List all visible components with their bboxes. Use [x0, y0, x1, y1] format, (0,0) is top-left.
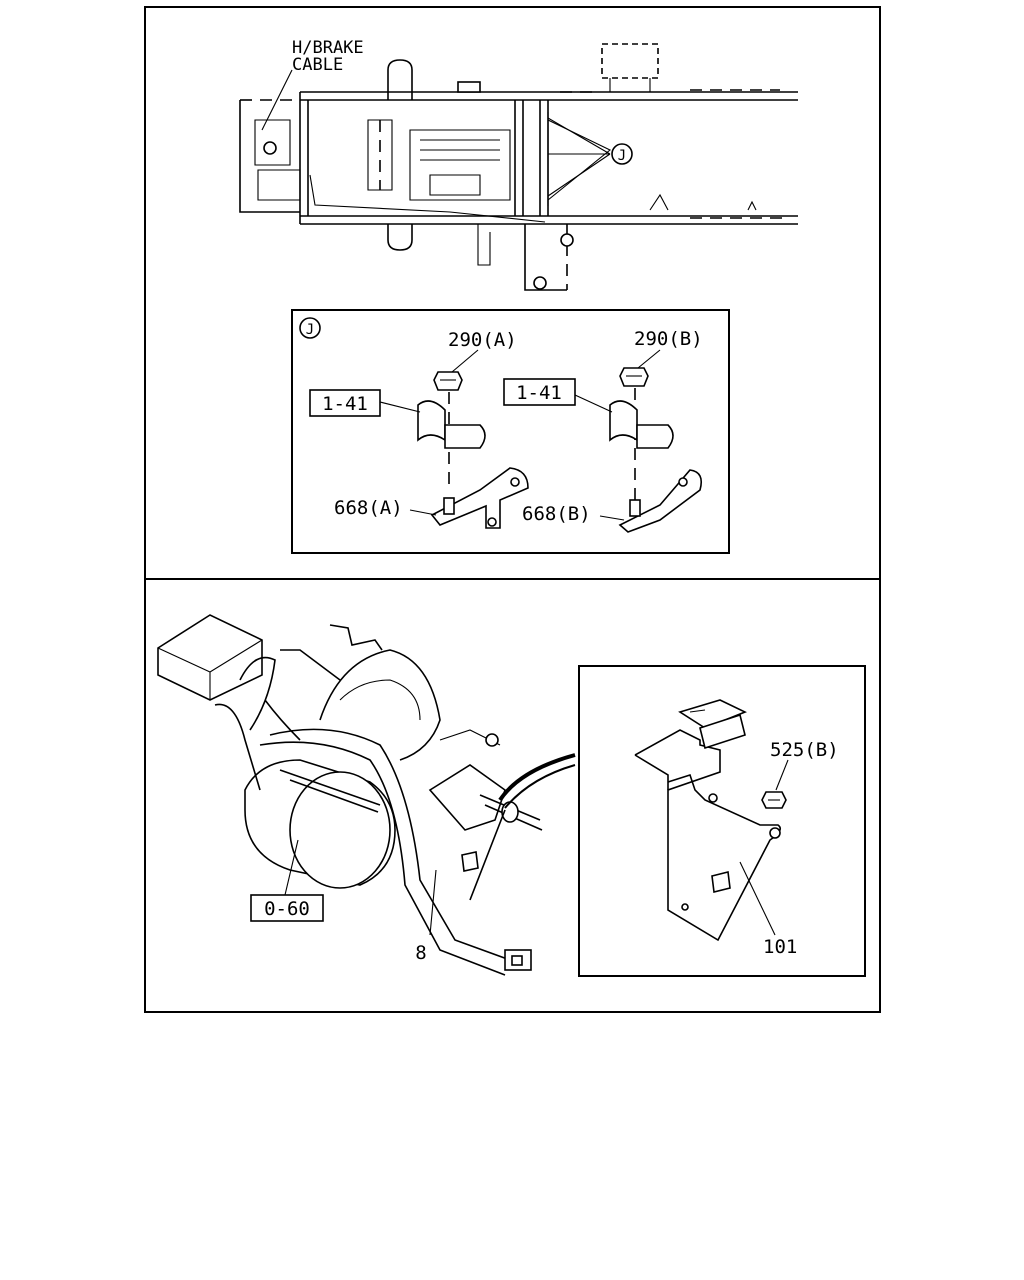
bolt-b-drawing [574, 349, 703, 533]
bolt-a-drawing [379, 349, 529, 529]
detail-marker-circle [611, 143, 633, 165]
detail-j-marker-label: J [306, 322, 314, 338]
ref-box-b [503, 378, 576, 406]
starter-harness-drawing [157, 614, 576, 976]
ref-a-label: 1-41 [322, 393, 368, 415]
ref-b-label: 1-41 [516, 382, 562, 404]
bottom-panel-frame [144, 578, 881, 1013]
cable-label-line1: H/BRAKE [292, 38, 364, 58]
nut-label: 525(B) [770, 739, 839, 761]
bolt-b-label: 290(B) [634, 328, 703, 350]
bracket-101-label: 101 [763, 936, 797, 958]
ref-box-starter [250, 894, 324, 922]
bracket-101-drawing [634, 699, 789, 942]
harness-label: 8 [415, 942, 426, 964]
bracket-a-label: 668(A) [334, 497, 403, 519]
bolt-a-label: 290(A) [448, 329, 517, 351]
cable-label-line2: CABLE [292, 55, 343, 75]
ref-starter-label: 0-60 [264, 898, 310, 920]
inset-frame [578, 665, 866, 977]
ref-box-a [309, 389, 381, 417]
detail-j-marker-circle [299, 317, 321, 339]
chassis-frame-drawing [239, 43, 798, 291]
detail-j-frame [291, 309, 730, 554]
bracket-b-label: 668(B) [522, 503, 591, 525]
detail-marker-label: J [618, 148, 626, 164]
